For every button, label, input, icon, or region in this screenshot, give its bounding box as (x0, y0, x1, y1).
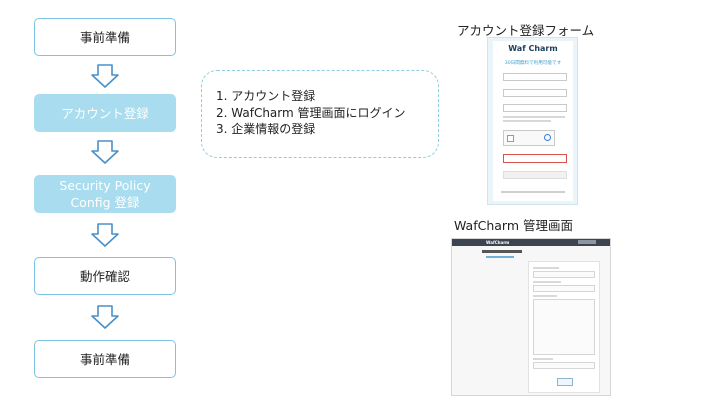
admin-logo: WafCharm (486, 240, 510, 245)
form-input-placeholder (503, 104, 567, 112)
admin-user-menu-placeholder (578, 240, 596, 244)
detail-list: 1. アカウント登録 2. WafCharm 管理画面にログイン 3. 企業情報… (216, 88, 406, 138)
admin-form-panel (528, 261, 600, 393)
flow-step-preparation: 事前準備 (34, 18, 176, 56)
admin-screenshot: WafCharm (451, 238, 611, 396)
flow-step-label: 動作確認 (79, 268, 130, 284)
admin-textarea-placeholder (533, 299, 595, 355)
form-logo: Waf Charm (508, 44, 558, 53)
detail-item: 1. アカウント登録 (216, 89, 316, 103)
down-arrow-icon (91, 223, 119, 247)
form-submit-button-placeholder (503, 154, 567, 163)
flow-step-label: アカウント登録 (61, 105, 149, 121)
form-text-line (503, 120, 551, 122)
detail-item: 2. WafCharm 管理画面にログイン (216, 105, 406, 120)
form-captcha (503, 130, 555, 146)
form-screenshot-title: アカウント登録フォーム (457, 23, 595, 38)
admin-screenshot-title: WafCharm 管理画面 (454, 218, 574, 233)
down-arrow-icon (91, 140, 119, 164)
flow-step-account-registration: アカウント登録 (34, 94, 176, 132)
down-arrow-icon (91, 305, 119, 329)
flow-step-label: 事前準備 (79, 351, 130, 367)
detail-item: 3. 企業情報の登録 (216, 122, 316, 136)
form-subtitle: 30日間無料で利用可能です (504, 61, 562, 66)
down-arrow-icon (91, 64, 119, 88)
form-input-placeholder (503, 89, 567, 97)
form-footer-line (501, 191, 565, 193)
flow-step-label: Security Policy Config 登録 (59, 178, 151, 210)
detail-callout (201, 70, 439, 158)
form-input-placeholder (503, 73, 567, 81)
flow-step-operation-check: 動作確認 (34, 257, 176, 295)
admin-header-bar: WafCharm (452, 239, 610, 246)
admin-link-placeholder (486, 256, 514, 258)
flow-step-security-policy-config: Security Policy Config 登録 (34, 175, 176, 213)
form-login-button-placeholder (503, 171, 567, 179)
admin-page-title-placeholder (482, 250, 522, 253)
form-screenshot: Waf Charm 30日間無料で利用可能です (487, 37, 578, 205)
form-text-line (503, 116, 565, 118)
admin-save-button-placeholder (557, 378, 573, 386)
flow-step-label: 事前準備 (79, 29, 130, 45)
flow-step-preparation-final: 事前準備 (34, 340, 176, 378)
